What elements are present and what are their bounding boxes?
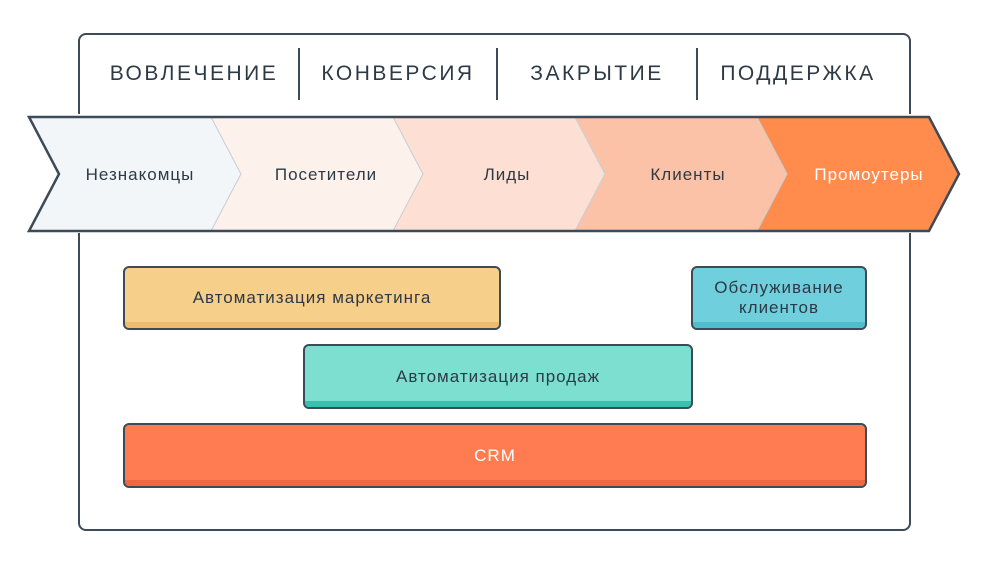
crm-bar: CRM xyxy=(123,423,867,488)
stage-label-visitors: Посетители xyxy=(274,165,378,184)
marketing-automation-label: Автоматизация маркетинга xyxy=(192,288,432,307)
customer-service-bar: Обслуживание клиентов xyxy=(691,266,867,330)
stage-label-promoters: Промоутеры xyxy=(814,165,924,184)
stage-label-leads: Лиды xyxy=(483,165,531,184)
phase-engagement: ВОВЛЕЧЕНИЕ xyxy=(109,62,279,85)
sales-automation-bar: Автоматизация продаж xyxy=(303,344,693,409)
stage-label-customers: Клиенты xyxy=(650,165,726,184)
phase-conversion: КОНВЕРСИЯ xyxy=(321,62,475,85)
diagram-frame xyxy=(78,33,911,531)
phase-divider xyxy=(496,48,498,100)
bar-shade xyxy=(305,401,691,407)
marketing-automation-bar: Автоматизация маркетинга xyxy=(123,266,501,330)
bar-shade xyxy=(125,480,865,486)
phase-support: ПОДДЕРЖКА xyxy=(720,62,876,85)
phase-divider xyxy=(298,48,300,100)
phase-divider xyxy=(696,48,698,100)
stage-label-strangers: Незнакомцы xyxy=(85,165,195,184)
pipeline-outline xyxy=(26,115,961,233)
sales-automation-label: Автоматизация продаж xyxy=(396,366,600,386)
bar-shade xyxy=(693,322,865,328)
bar-shade xyxy=(125,322,499,328)
customer-service-label: Обслуживание клиентов xyxy=(714,278,844,317)
crm-label: CRM xyxy=(474,445,516,465)
phase-closing: ЗАКРЫТИЕ xyxy=(530,62,664,85)
phase-header-row: ВОВЛЕЧЕНИЕ КОНВЕРСИЯ ЗАКРЫТИЕ ПОДДЕРЖКА xyxy=(90,48,898,100)
